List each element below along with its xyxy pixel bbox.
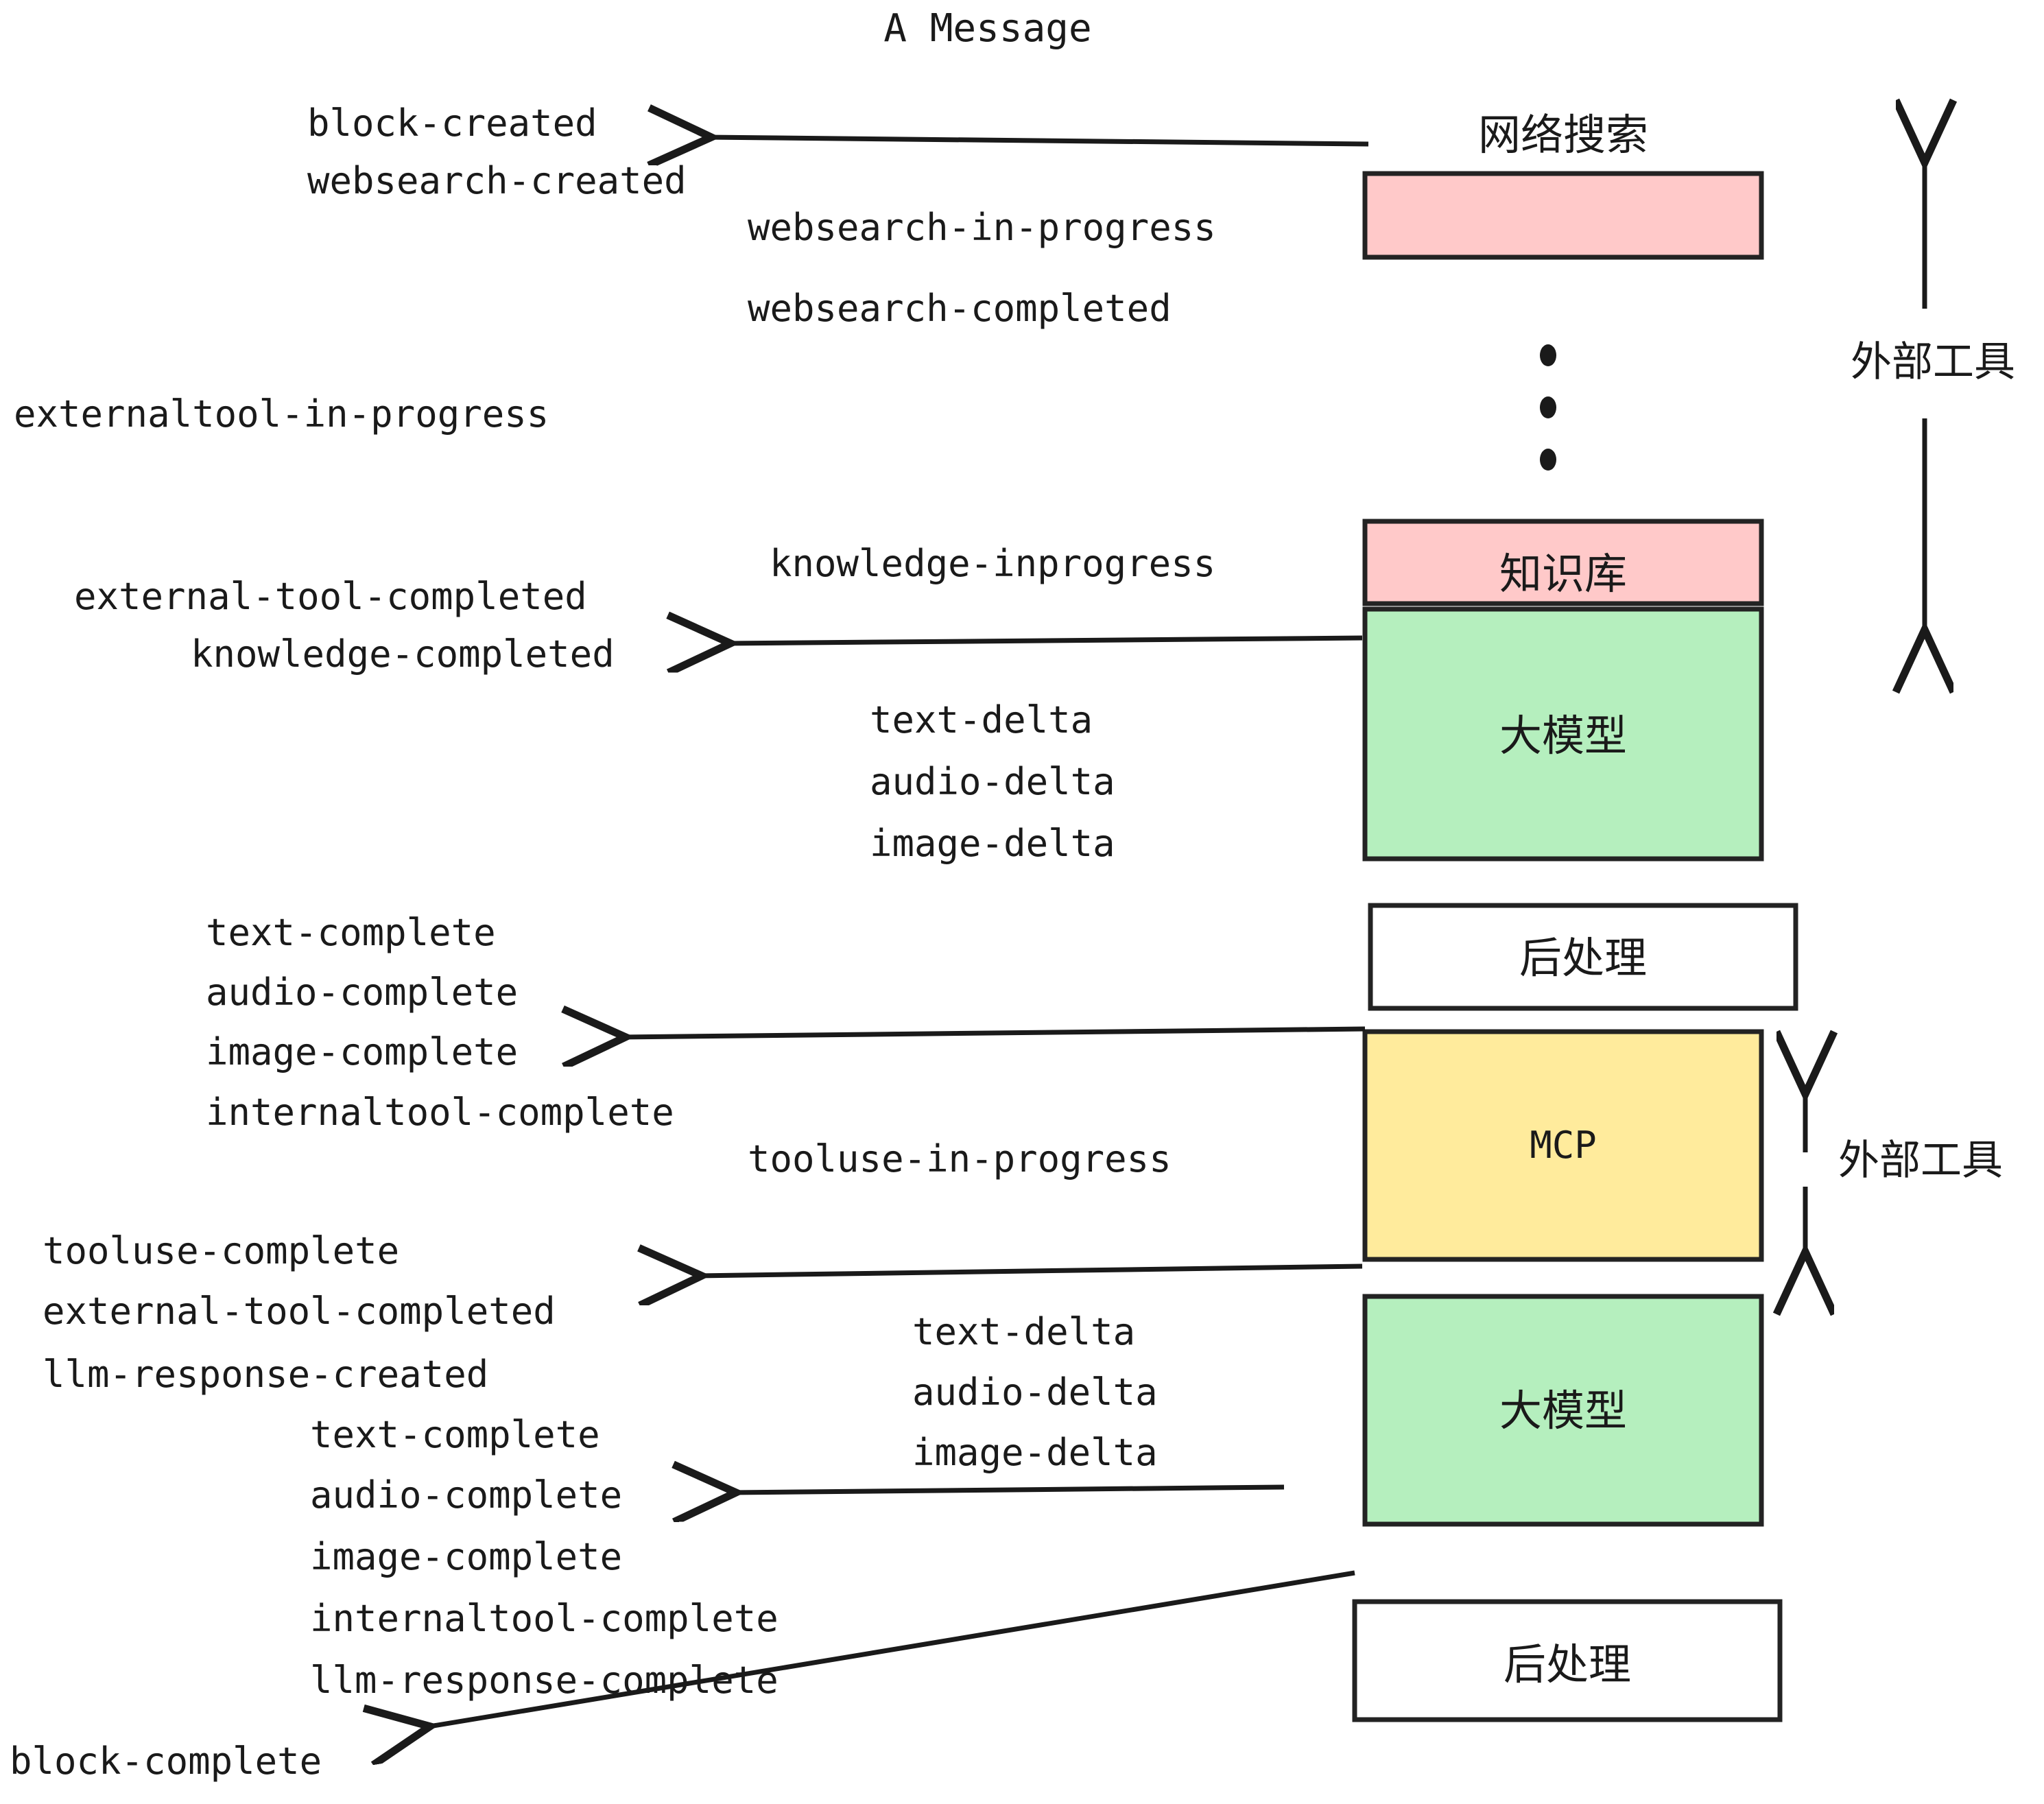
arrow-llm2-to-audio-complete	[731, 1487, 1285, 1493]
event-text-complete-1: text-complete	[206, 911, 496, 954]
node-mcp-label: MCP	[1530, 1124, 1597, 1167]
external-tools-top-label: 外部工具	[1851, 338, 2015, 386]
node-llm-2-label: 大模型	[1499, 1386, 1627, 1436]
node-knowledge-label: 知识库	[1499, 549, 1627, 599]
event-image-delta-2: image-delta	[912, 1431, 1158, 1474]
page-title: A Message	[883, 6, 1091, 51]
ellipsis-dot-1	[1540, 344, 1556, 366]
node-mcp-box	[1362, 1029, 1764, 1262]
arrow-llm2-to-tooluse-complete	[697, 1266, 1363, 1276]
node-postprocess-2-label: 后处理	[1504, 1639, 1631, 1689]
event-knowledge-completed: knowledge-completed	[191, 632, 615, 676]
event-image-delta-1: image-delta	[870, 822, 1115, 865]
event-block-created: block-created	[307, 102, 597, 145]
event-websearch-completed: websearch-completed	[748, 287, 1172, 330]
node-postprocess-2-box	[1352, 1599, 1783, 1722]
event-audio-complete-1: audio-complete	[206, 971, 518, 1014]
node-postprocess-1-box	[1368, 903, 1798, 1011]
event-text-delta-1: text-delta	[870, 698, 1093, 741]
event-external-tool-completed-2: external-tool-completed	[43, 1290, 556, 1333]
arrow-llm1-to-knowledge-completed	[726, 638, 1363, 643]
event-audio-delta-1: audio-delta	[870, 760, 1115, 803]
event-internaltool-complete-1: internaltool-complete	[206, 1091, 674, 1134]
arrow-postprocess2-to-block-complete	[425, 1570, 1355, 1727]
arrow-postprocess1-to-image-complete	[621, 1029, 1366, 1037]
ellipsis-dot-2	[1540, 396, 1556, 418]
event-image-complete-2: image-complete	[310, 1535, 622, 1578]
event-text-complete-2: text-complete	[310, 1413, 600, 1456]
event-image-complete-1: image-complete	[206, 1030, 518, 1073]
event-block-complete: block-complete	[10, 1740, 322, 1783]
node-knowledge-box	[1362, 519, 1764, 606]
event-tooluse-complete: tooluse-complete	[43, 1229, 399, 1272]
node-postprocess-1-label: 后处理	[1519, 933, 1647, 983]
event-websearch-in-progress: websearch-in-progress	[748, 206, 1216, 249]
event-external-tool-completed-1: external-tool-completed	[74, 575, 587, 618]
event-internaltool-complete-2: internaltool-complete	[310, 1597, 779, 1640]
event-externaltool-in-progress: externaltool-in-progress	[14, 392, 549, 436]
event-audio-complete-2: audio-complete	[310, 1473, 622, 1517]
node-llm-1-box	[1362, 606, 1764, 862]
event-text-delta-2: text-delta	[912, 1310, 1135, 1353]
node-websearch-label: 网络搜索	[1478, 110, 1648, 160]
node-websearch-box	[1362, 171, 1764, 260]
event-llm-response-created: llm-response-created	[43, 1353, 488, 1396]
event-websearch-created: websearch-created	[307, 159, 687, 202]
node-llm-2-box	[1362, 1294, 1764, 1527]
event-knowledge-inprogress: knowledge-inprogress	[770, 542, 1215, 585]
event-llm-response-complete: llm-response-complete	[310, 1659, 779, 1702]
event-tooluse-in-progress: tooluse-in-progress	[748, 1137, 1172, 1180]
ellipsis-dot-3	[1540, 449, 1556, 471]
external-tools-bottom-label: 外部工具	[1838, 1137, 2003, 1185]
arrow-websearch-to-block-created	[706, 137, 1369, 144]
node-llm-1-label: 大模型	[1499, 711, 1627, 761]
event-audio-delta-2: audio-delta	[912, 1370, 1158, 1414]
